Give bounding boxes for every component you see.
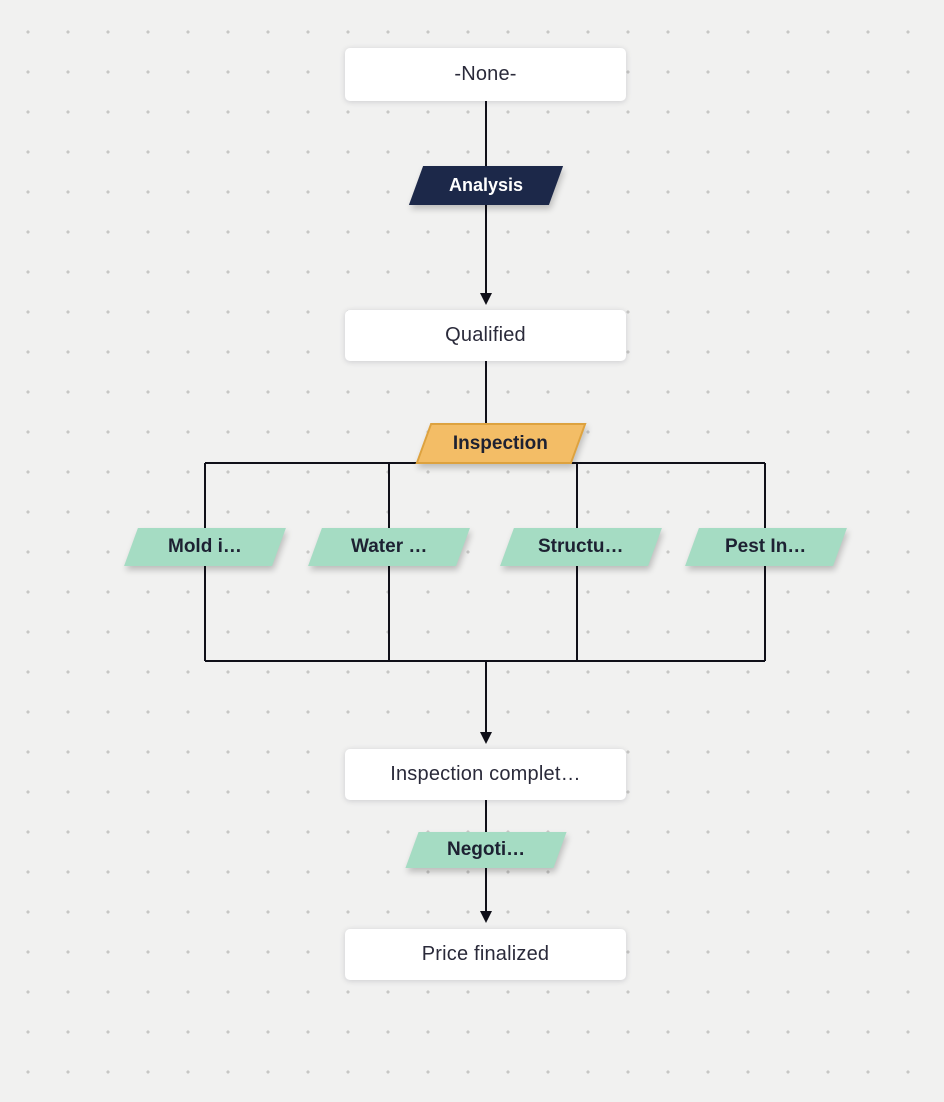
transition-pest-inspection[interactable]: Pest In… <box>685 528 847 566</box>
transition-water-inspection[interactable]: Water … <box>308 528 470 566</box>
state-label: Price finalized <box>421 943 550 965</box>
transition-label: Structu… <box>538 536 624 557</box>
state-none[interactable]: -None- <box>345 48 626 101</box>
state-label: -None- <box>454 63 517 85</box>
state-label: Qualified <box>445 324 526 346</box>
transition-negotiation[interactable]: Negoti… <box>405 832 567 868</box>
transition-analysis[interactable]: Analysis <box>408 166 564 205</box>
transition-mold-inspection[interactable]: Mold i… <box>124 528 286 566</box>
state-price-finalized[interactable]: Price finalized <box>345 929 626 980</box>
transition-label: Negoti… <box>446 839 526 860</box>
transition-label: Analysis <box>448 175 524 195</box>
state-label: Inspection complet… <box>390 763 581 785</box>
transition-label: Water … <box>350 536 428 557</box>
transition-label: Mold i… <box>168 536 242 557</box>
state-qualified[interactable]: Qualified <box>345 310 626 361</box>
transition-inspection[interactable]: Inspection <box>415 423 587 464</box>
transition-label: Inspection <box>453 432 549 454</box>
transition-structural-inspection[interactable]: Structu… <box>500 528 662 566</box>
state-inspection-completed[interactable]: Inspection complet… <box>345 749 626 800</box>
transition-label: Pest In… <box>725 536 807 557</box>
